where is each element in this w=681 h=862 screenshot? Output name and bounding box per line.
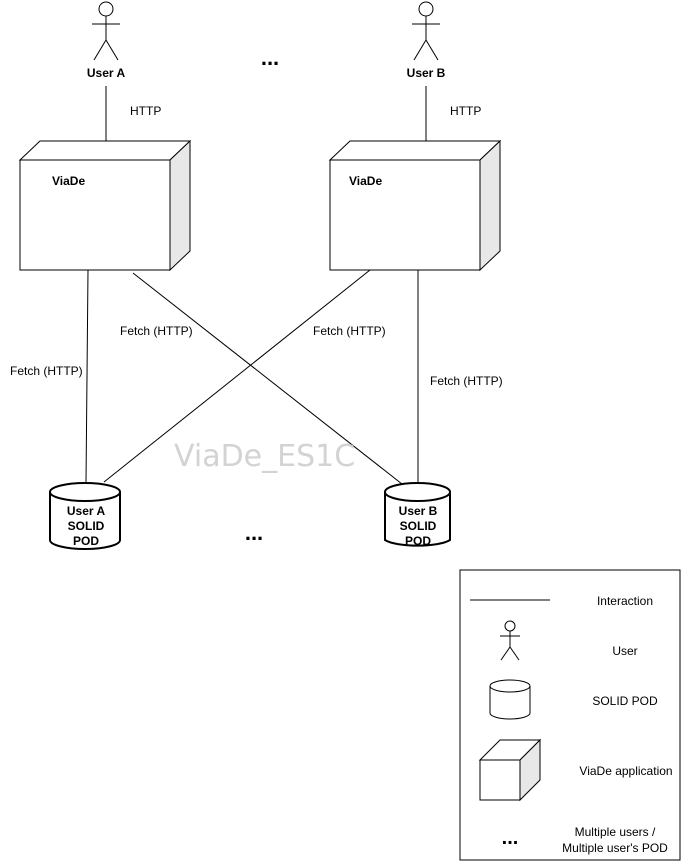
viade-app-a-label: ViaDe (52, 174, 85, 188)
user-b-actor-icon (412, 1, 440, 61)
legend-pod-label: SOLID POD (592, 694, 658, 708)
http-label-a: HTTP (130, 104, 161, 118)
fetch-label-2: Fetch (HTTP) (120, 324, 193, 338)
legend-app-cube-icon (478, 738, 542, 802)
pod-b-cylinder-icon (384, 482, 451, 547)
legend-multiple-line1: Multiple users / (575, 825, 656, 839)
fetch-line-b-a (103, 269, 371, 483)
pod-a-cylinder-icon (49, 482, 121, 550)
legend-pod-cylinder-icon (489, 679, 531, 720)
pod-a-line1: User A (67, 504, 106, 518)
legend-interaction-label: Interaction (597, 594, 653, 608)
pod-b-line1: User B (399, 504, 438, 518)
fetch-label-1: Fetch (HTTP) (10, 364, 83, 378)
viade-app-b (328, 139, 502, 272)
fetch-label-4: Fetch (HTTP) (430, 374, 503, 388)
user-a-actor-icon (92, 1, 120, 61)
legend-ellipsis-icon: ... (502, 827, 519, 849)
pod-b-line2: SOLID (400, 519, 437, 533)
user-b-label: User B (407, 66, 446, 80)
legend-multiple-line2: Multiple user's POD (562, 841, 668, 855)
pod-a-line2: SOLID (68, 519, 105, 533)
fetch-label-3: Fetch (HTTP) (313, 324, 386, 338)
user-a-label: User A (87, 66, 126, 80)
ellipsis-users: ... (261, 45, 279, 70)
viade-app-b-label: ViaDe (349, 174, 382, 188)
viade-app-a (18, 139, 192, 272)
pod-a-line3: POD (73, 534, 99, 548)
legend-user-label: User (612, 644, 637, 658)
legend-user-icon (500, 620, 520, 661)
watermark-text: ViaDe_ES1C (174, 439, 355, 474)
fetch-line-a-b (132, 272, 403, 485)
legend-app-label: ViaDe application (579, 764, 672, 778)
fetch-line-a-a (85, 269, 89, 483)
http-label-b: HTTP (450, 104, 481, 118)
ellipsis-pods: ... (245, 520, 263, 545)
pod-b-line3: POD (405, 534, 431, 548)
